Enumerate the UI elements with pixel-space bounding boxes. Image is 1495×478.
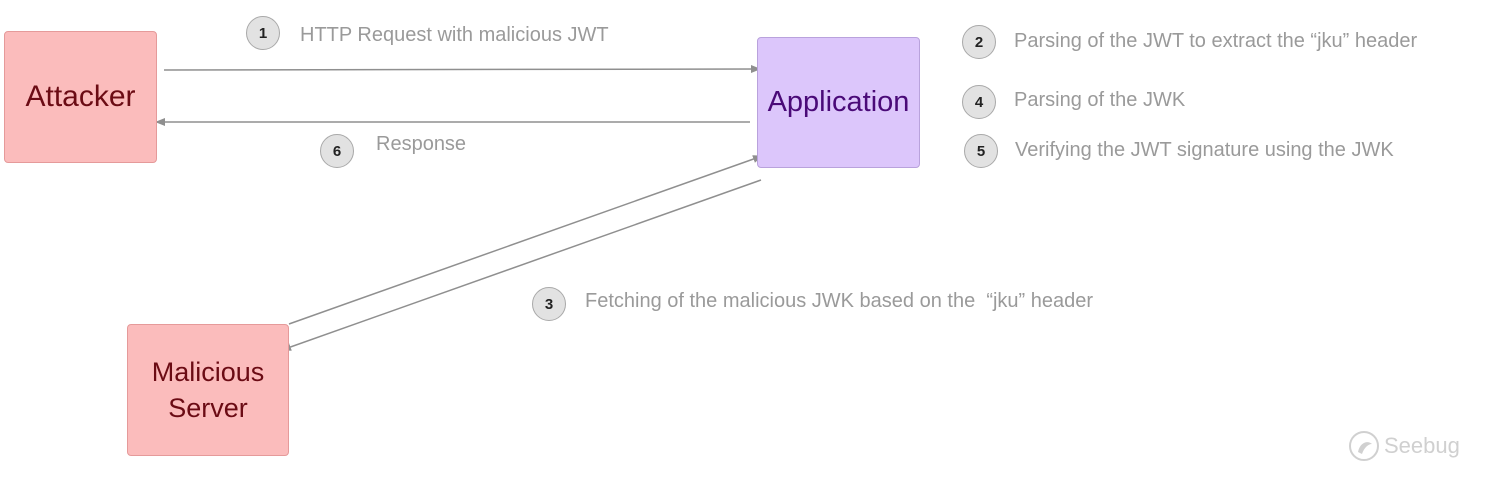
step-3-badge: 3 [532, 287, 566, 321]
application-label: Application [767, 86, 910, 118]
application-node: Application [757, 37, 920, 168]
attacker-label: Attacker [25, 80, 136, 113]
step-3-label: Fetching of the malicious JWK based on t… [585, 290, 1094, 312]
step-6-label: Response [376, 133, 467, 155]
step-4-label: Parsing of the JWK [1014, 89, 1186, 111]
step-1-badge: 1 [246, 16, 280, 50]
watermark-text: Seebug [1384, 433, 1460, 458]
malicious-server-node: Malicious Server [127, 324, 289, 456]
step-4-badge: 4 [962, 85, 996, 119]
seebug-watermark: Seebug [1348, 430, 1460, 462]
seebug-logo-icon [1349, 431, 1379, 461]
step-1-label: HTTP Request with malicious JWT [300, 24, 609, 46]
arrow-fetch-response [281, 179, 762, 351]
attacker-node: Attacker [4, 31, 157, 163]
step-6-badge: 6 [320, 134, 354, 168]
arrow-fetch-request [288, 155, 763, 325]
malicious-server-label-line-1: Malicious [151, 357, 265, 387]
step-2-badge: 2 [962, 25, 996, 59]
step-5-badge: 5 [964, 134, 998, 168]
step-5-label: Verifying the JWT signature using the JW… [1015, 139, 1394, 161]
malicious-server-label-line-2: Server [168, 393, 248, 423]
arrow-request [163, 65, 761, 74]
step-2-label: Parsing of the JWT to extract the “jku” … [1014, 30, 1418, 52]
